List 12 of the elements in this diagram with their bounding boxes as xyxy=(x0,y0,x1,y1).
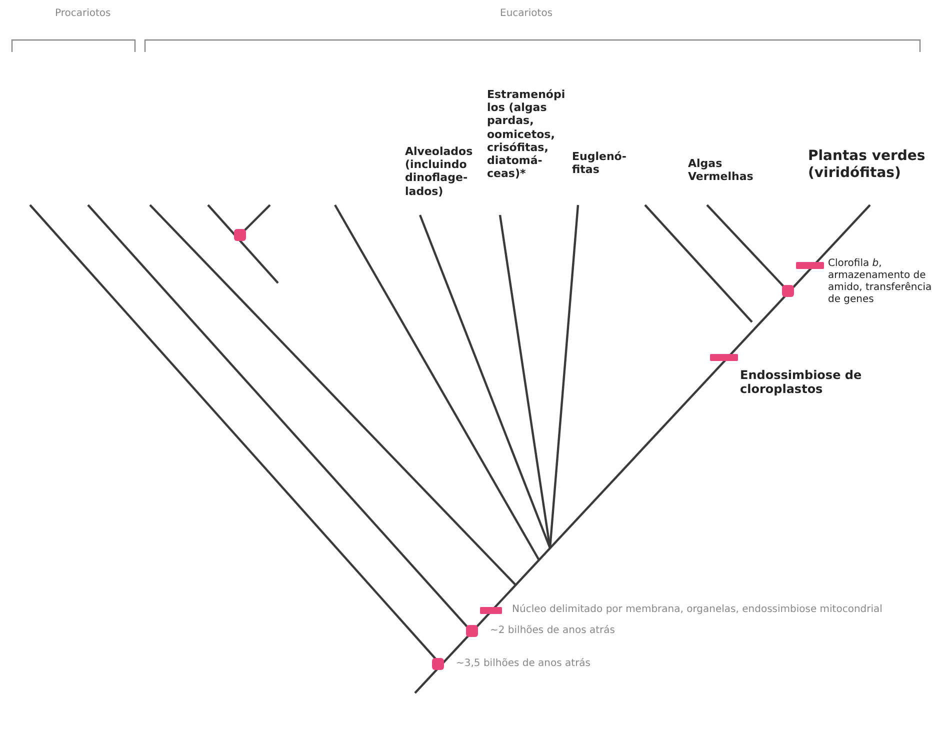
group-label: Procariotos xyxy=(55,8,112,20)
annotation-text: ~2 bilhões de anos atrás xyxy=(490,625,616,637)
taxon-label: Euglenó-fitas xyxy=(572,150,628,176)
taxon-label: Plantas verdes (viridófitas) xyxy=(808,148,926,182)
annotation-text: Núcleo delimitado por membrana, organelas, endossimbiose mitocondrial xyxy=(512,604,884,616)
taxon-label: Algas Vermelhas xyxy=(688,157,754,184)
group-label: Eucariotos xyxy=(500,8,554,20)
taxon-label: Alveolados (incluindo dinoflage-lados) xyxy=(405,145,474,198)
taxon-label: Estramenópi los (algas pardas, oomicetos, crisófitas, diatomá-ceas)* xyxy=(487,88,566,180)
annotation-text: Clorofila b, armazenamento de amido, transferência de genes xyxy=(828,258,933,306)
annotation-text: Endossimbiose de cloroplastos xyxy=(740,368,863,397)
annotation-text: ~3,5 bilhões de anos atrás xyxy=(456,658,592,670)
